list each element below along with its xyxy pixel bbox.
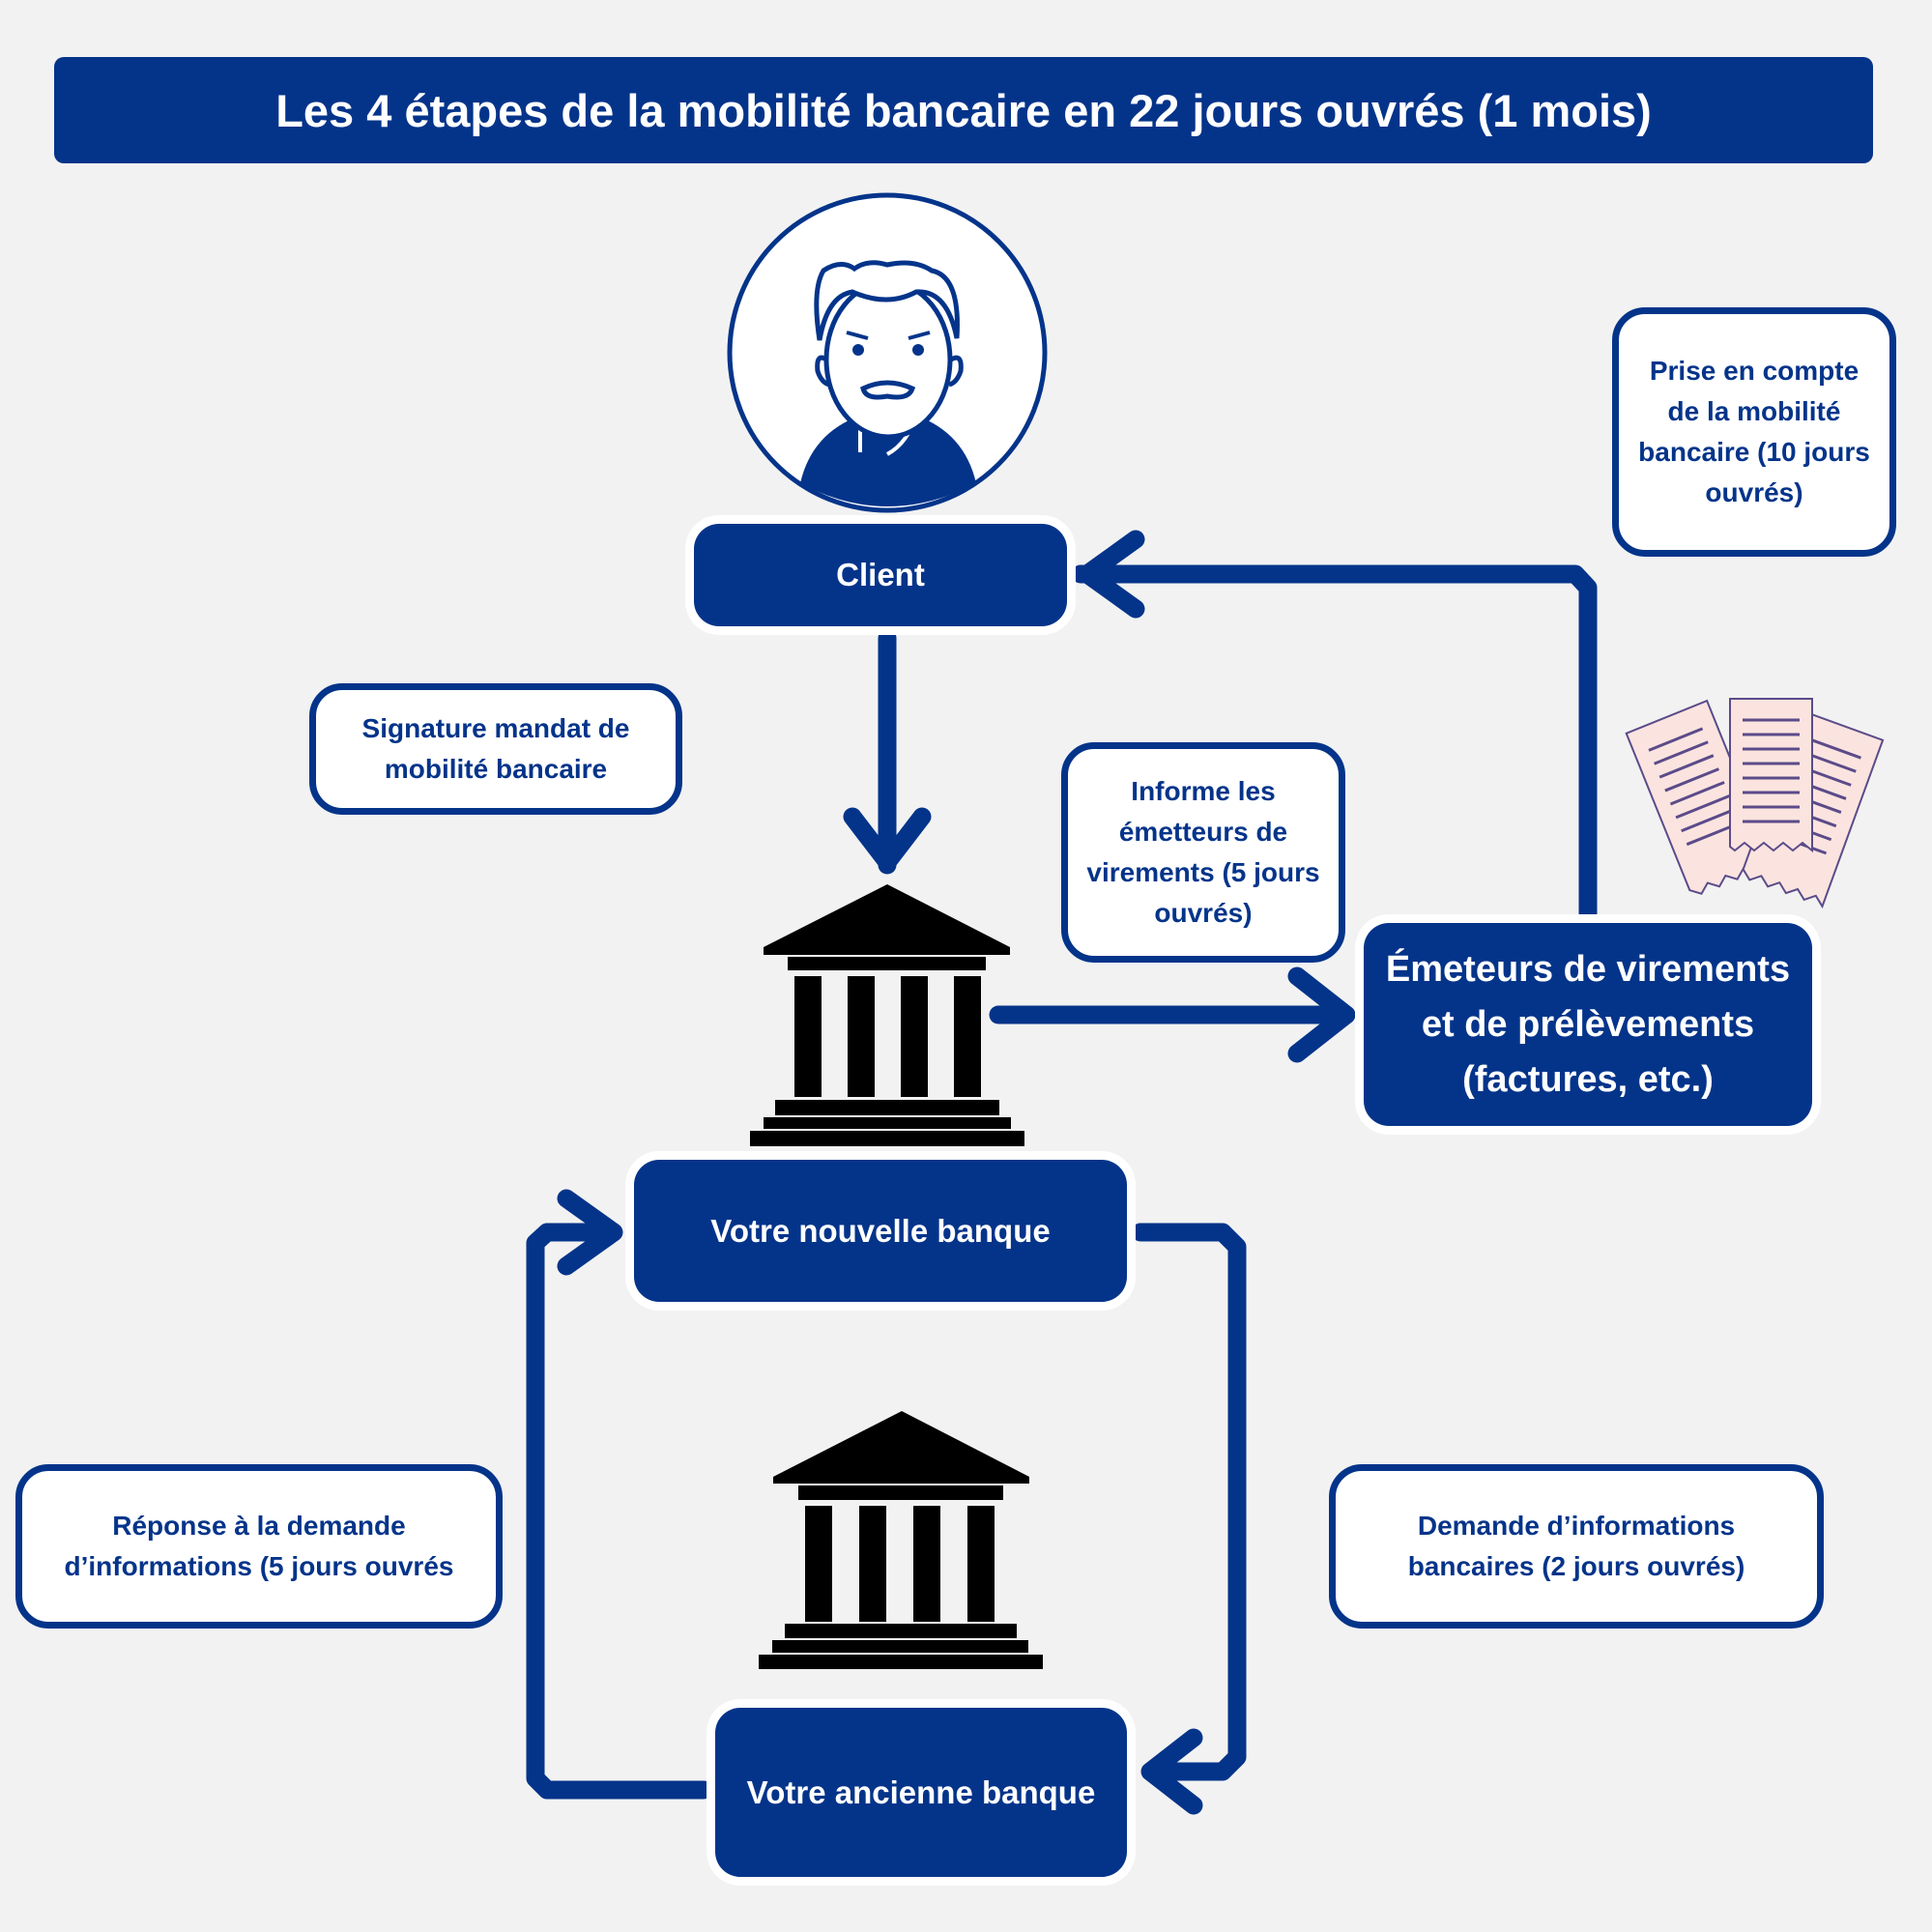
title-banner: Les 4 étapes de la mobilité bancaire en …: [54, 57, 1873, 163]
man-avatar-icon: [727, 192, 1048, 513]
client-node: Client: [694, 524, 1067, 626]
emitters-label: Émeteurs de virements et de prélèvements…: [1385, 948, 1791, 1100]
client-label: Client: [836, 557, 925, 592]
receipts-icon: [1625, 698, 1885, 909]
note-prise-en-compte: Prise en compte de la mobilité bancaire …: [1612, 307, 1896, 557]
note-prise-en-compte-text: Prise en compte de la mobilité bancaire …: [1638, 356, 1870, 507]
note-reponse-demande-text: Réponse à la demande d’informations (5 j…: [64, 1511, 454, 1581]
note-signature-text: Signature mandat de mobilité bancaire: [361, 713, 630, 784]
arrow-new-bank-to-old-bank: [1131, 1223, 1247, 1815]
bank-building-icon: [759, 1411, 1043, 1669]
note-inform-emitters: Informe les émetteurs de virements (5 jo…: [1061, 742, 1345, 963]
arrow-old-bank-to-new-bank: [526, 1189, 713, 1800]
note-demande-informations: Demande d’informations bancaires (2 jour…: [1329, 1464, 1824, 1629]
new-bank-node: Votre nouvelle banque: [634, 1160, 1127, 1302]
diagram-title: Les 4 étapes de la mobilité bancaire en …: [275, 84, 1652, 136]
arrow-new-bank-to-emitters: [989, 966, 1356, 1063]
old-bank-label: Votre ancienne banque: [746, 1773, 1096, 1810]
note-demande-informations-text: Demande d’informations bancaires (2 jour…: [1407, 1511, 1745, 1581]
emitters-node: Émeteurs de virements et de prélèvements…: [1364, 923, 1812, 1126]
bank-building-icon: [750, 884, 1024, 1146]
arrow-emitters-to-client: [1071, 530, 1598, 923]
new-bank-label: Votre nouvelle banque: [710, 1212, 1051, 1249]
note-reponse-demande: Réponse à la demande d’informations (5 j…: [15, 1464, 503, 1629]
old-bank-node: Votre ancienne banque: [715, 1708, 1127, 1877]
note-inform-emitters-text: Informe les émetteurs de virements (5 jo…: [1086, 776, 1320, 928]
note-signature: Signature mandat de mobilité bancaire: [309, 683, 682, 815]
arrow-client-to-new-bank: [843, 628, 932, 875]
